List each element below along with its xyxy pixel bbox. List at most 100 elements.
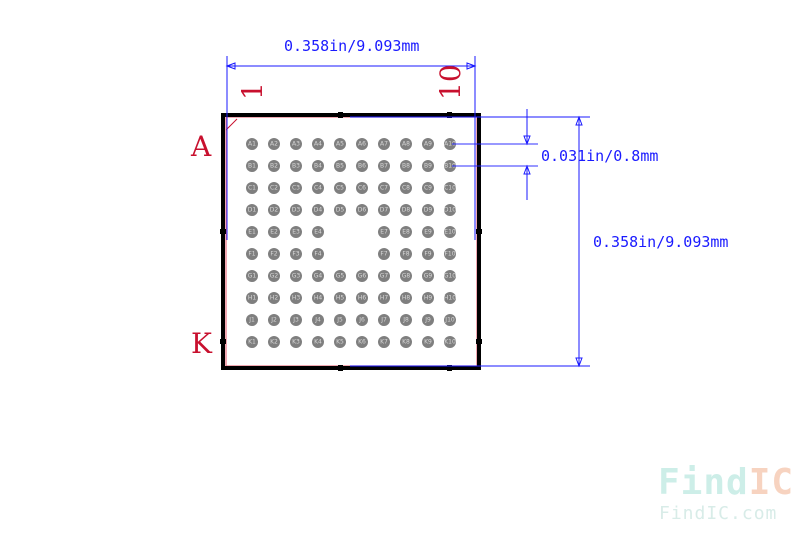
ball-G10 (444, 270, 456, 282)
ball-label: C4 (314, 185, 322, 192)
ball-A7 (378, 138, 390, 150)
ball-label: B7 (380, 163, 388, 170)
ball-label: H8 (402, 295, 411, 302)
ball-G8 (400, 270, 412, 282)
ball-J10 (444, 314, 456, 326)
ball-label: B4 (314, 163, 322, 170)
ball-H3 (290, 292, 302, 304)
ball-label: J6 (358, 317, 365, 324)
ball-K2 (268, 336, 280, 348)
ball-label: K1 (248, 339, 256, 346)
ball-B6 (356, 160, 368, 172)
ball-B3 (290, 160, 302, 172)
ball-label: D9 (424, 207, 433, 214)
ball-D4 (312, 204, 324, 216)
ball-label: A8 (402, 141, 410, 148)
ball-label: C7 (380, 185, 388, 192)
ball-label: C1 (248, 185, 256, 192)
ball-H8 (400, 292, 412, 304)
ball-label: A10 (444, 141, 456, 148)
ball-label: A1 (248, 141, 256, 148)
ball-K4 (312, 336, 324, 348)
ball-E7 (378, 226, 390, 238)
ball-label: C8 (402, 185, 410, 192)
ball-J7 (378, 314, 390, 326)
row-label-last: K (191, 327, 213, 360)
ball-B8 (400, 160, 412, 172)
ball-C3 (290, 182, 302, 194)
ball-label: J10 (444, 317, 455, 324)
ball-label: G9 (424, 273, 433, 280)
ball-label: C2 (270, 185, 278, 192)
ball-D10 (444, 204, 456, 216)
ball-label: E7 (380, 229, 388, 236)
ball-D2 (268, 204, 280, 216)
ball-C9 (422, 182, 434, 194)
ball-label: G2 (270, 273, 279, 280)
ball-G5 (334, 270, 346, 282)
ball-D6 (356, 204, 368, 216)
ball-F1 (246, 248, 258, 260)
ball-J8 (400, 314, 412, 326)
ball-C10 (444, 182, 456, 194)
column-label-first: 1 (236, 82, 269, 100)
ball-label: F1 (248, 251, 255, 258)
ball-F3 (290, 248, 302, 260)
ball-label: B6 (358, 163, 366, 170)
ball-label: D2 (270, 207, 279, 214)
ball-J4 (312, 314, 324, 326)
pitch-dimension-label: 0.031in/0.8mm (541, 147, 658, 165)
ball-D5 (334, 204, 346, 216)
ball-label: K6 (358, 339, 366, 346)
ball-E8 (400, 226, 412, 238)
ball-label: J7 (380, 317, 387, 324)
ball-label: G3 (292, 273, 301, 280)
ball-label: D5 (336, 207, 345, 214)
ball-H2 (268, 292, 280, 304)
ball-K9 (422, 336, 434, 348)
ball-A10 (444, 138, 456, 150)
ball-H7 (378, 292, 390, 304)
ball-K7 (378, 336, 390, 348)
ball-H5 (334, 292, 346, 304)
ball-label: J3 (292, 317, 299, 324)
ball-E4 (312, 226, 324, 238)
ball-label: H10 (444, 295, 456, 302)
pin1-marker (225, 118, 238, 131)
ball-A1 (246, 138, 258, 150)
ball-label: C3 (292, 185, 300, 192)
ball-A3 (290, 138, 302, 150)
ball-label: H1 (248, 295, 257, 302)
dimension-lines (225, 56, 590, 368)
ball-label: E3 (292, 229, 300, 236)
ball-label: K2 (270, 339, 278, 346)
ball-label: C9 (424, 185, 432, 192)
ball-label: J2 (270, 317, 277, 324)
ball-label: K7 (380, 339, 388, 346)
ball-H10 (444, 292, 456, 304)
ball-label: G4 (314, 273, 323, 280)
ball-E2 (268, 226, 280, 238)
ball-label: F8 (402, 251, 409, 258)
ball-label: A3 (292, 141, 300, 148)
ball-F8 (400, 248, 412, 260)
ball-label: H9 (424, 295, 433, 302)
height-dimension-label: 0.358in/9.093mm (593, 233, 728, 251)
ball-G7 (378, 270, 390, 282)
ball-label: H3 (292, 295, 301, 302)
ball-J2 (268, 314, 280, 326)
ball-E10 (444, 226, 456, 238)
ball-label: K10 (444, 339, 456, 346)
ball-label: D1 (248, 207, 257, 214)
ball-G1 (246, 270, 258, 282)
ball-label: H4 (314, 295, 323, 302)
ball-label: B10 (444, 163, 456, 170)
ball-label: E9 (424, 229, 432, 236)
ball-label: J4 (314, 317, 321, 324)
width-dimension-label: 0.358in/9.093mm (284, 37, 419, 55)
ball-A2 (268, 138, 280, 150)
ball-label: K4 (314, 339, 322, 346)
ball-K10 (444, 336, 456, 348)
ball-C4 (312, 182, 324, 194)
